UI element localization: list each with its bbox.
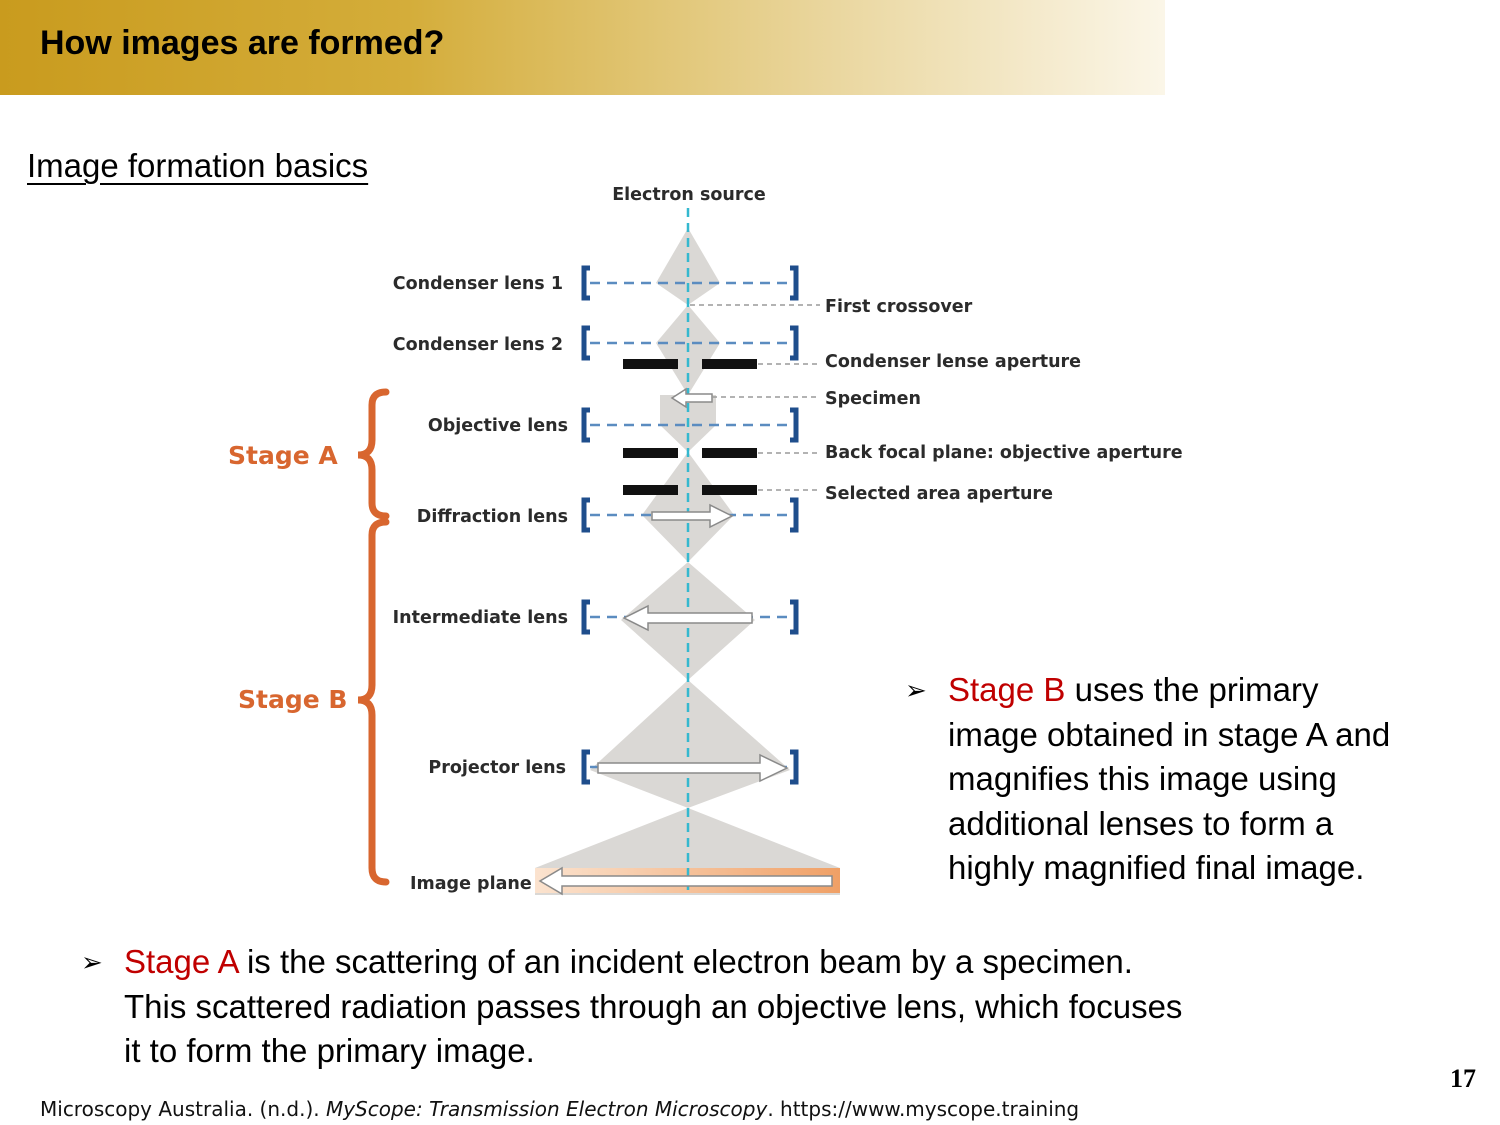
stage-a-label: Stage A: [228, 441, 338, 470]
lens-label-condenser-1: Condenser lens 1: [393, 274, 563, 294]
stage-braces: [357, 388, 390, 886]
citation-title: MyScope: Transmission Electron Microscop…: [325, 1097, 768, 1121]
label-specimen: Specimen: [825, 389, 921, 409]
stage-b-line-3: magnifies this image using: [948, 760, 1337, 797]
lens-label-condenser-2: Condenser lens 2: [393, 335, 563, 355]
electron-source-label: Electron source: [612, 185, 766, 205]
header-band: [0, 0, 1165, 95]
page-title: How images are formed?: [40, 24, 445, 62]
arrow-bullet-icon: ➢: [81, 947, 103, 977]
stage-a-line-2: This scattered radiation passes through …: [124, 987, 1183, 1025]
label-first-crossover: First crossover: [825, 297, 973, 317]
arrow-bullet-icon: ➢: [905, 675, 927, 705]
stage-a-rest: is the scattering of an incident electro…: [237, 943, 1133, 980]
label-condenser-aperture: Condenser lense aperture: [825, 352, 1081, 372]
stage-b-label: Stage B: [238, 685, 347, 714]
leader-lines: [690, 304, 820, 491]
citation-prefix: Microscopy Australia. (n.d.).: [40, 1097, 326, 1121]
stage-b-line-4: additional lenses to form a: [948, 804, 1334, 842]
lens-label-diffraction: Diffraction lens: [417, 507, 568, 527]
stage-b-line-2: image obtained in stage A and: [948, 715, 1391, 753]
stage-a-line-1: Stage A is the scattering of an incident…: [124, 940, 1133, 985]
lens-label-intermediate: Intermediate lens: [393, 608, 568, 628]
stage-b-line-1: Stage B uses the primary: [948, 668, 1319, 713]
lens-label-image-plane: Image plane: [410, 874, 532, 894]
lens-brackets: [581, 265, 799, 785]
stage-b-line-5: highly magnified final image.: [948, 849, 1365, 886]
citation: Microscopy Australia. (n.d.). MyScope: T…: [40, 1097, 1079, 1121]
lens-label-objective: Objective lens: [428, 416, 568, 436]
image-arrows: [538, 387, 833, 896]
stage-a-line-3: it to form the primary image.: [124, 1032, 535, 1069]
apertures: [623, 359, 757, 495]
lens-label-projector: Projector lens: [428, 758, 566, 778]
stage-b-highlight: Stage B: [948, 671, 1066, 708]
stage-a-highlight: Stage A: [124, 943, 238, 980]
label-back-focal-plane: Back focal plane: objective aperture: [825, 443, 1183, 463]
label-selected-area-aperture: Selected area aperture: [825, 484, 1053, 504]
page-number: 17: [1450, 1064, 1476, 1093]
citation-suffix: . https://www.myscope.training: [767, 1097, 1080, 1121]
section-subtitle: Image formation basics: [27, 147, 369, 184]
stage-b-rest: uses the primary: [1065, 671, 1319, 708]
